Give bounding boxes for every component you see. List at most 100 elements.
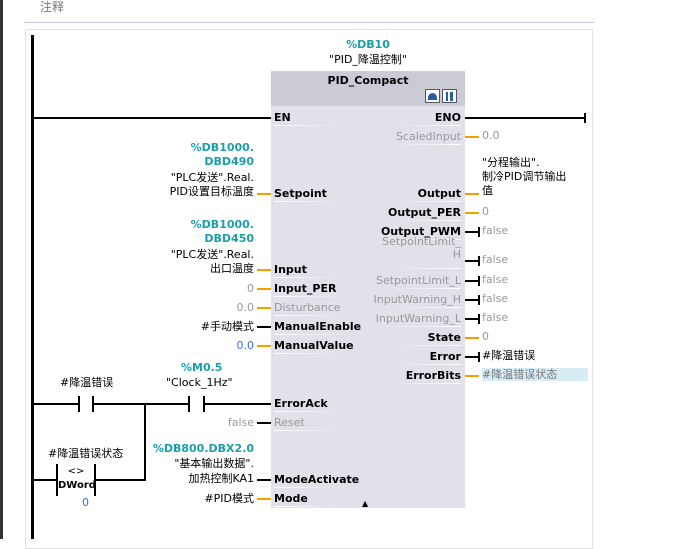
operand-errorbits[interactable]: #降温错误状态	[482, 368, 588, 381]
rung-wire	[33, 403, 78, 405]
pin-en[interactable]: EN	[274, 111, 291, 124]
output-wire	[465, 212, 479, 214]
operand-output[interactable]: "分程输出".	[482, 156, 540, 169]
operand-setpoint[interactable]: %DB1000.	[190, 141, 254, 154]
pin-setpointlimit-l[interactable]: SetpointLimit_L	[375, 274, 461, 287]
operand-input[interactable]: "PLC发送".Real.	[170, 248, 254, 261]
operand-output[interactable]: 值	[482, 184, 493, 197]
pin-errorack[interactable]: ErrorAck	[274, 397, 328, 410]
operand-modeactivate[interactable]: %DB800.DBX2.0	[152, 442, 254, 455]
operand-modeactivate[interactable]: 加热控制KA1	[188, 472, 254, 485]
output-wire	[465, 231, 479, 233]
pin-error[interactable]: Error	[429, 350, 461, 363]
pin-output[interactable]: Output	[417, 187, 461, 200]
wire-end	[478, 276, 480, 286]
pin-manualvalue[interactable]: ManualValue	[274, 339, 354, 352]
operand-scaledinput[interactable]: 0.0	[482, 129, 500, 142]
operand-setpoint[interactable]: DBD490	[204, 155, 254, 168]
operand-error[interactable]: #降温错误	[482, 349, 536, 362]
clock-contact-address: %M0.5	[181, 361, 223, 374]
expand-block-icon[interactable]: ▲	[362, 499, 369, 508]
pin-scaledinput[interactable]: ScaledInput	[395, 130, 461, 143]
output-wire	[465, 260, 479, 262]
pin-setpointlimit-h[interactable]: SetpointLimit_	[382, 235, 461, 248]
operand-reset[interactable]: false	[227, 416, 254, 429]
operand-disturbance[interactable]: 0.0	[236, 301, 255, 314]
operand-setpointlimit-h[interactable]: false	[482, 253, 509, 266]
pin-input[interactable]: Input	[274, 263, 307, 276]
compare-contact[interactable]: <> DWord	[56, 464, 96, 496]
operand-inputwarning-h[interactable]: false	[482, 292, 509, 305]
operand-manualvalue[interactable]: 0.0	[236, 339, 255, 352]
pin-underline	[391, 307, 461, 308]
wire-end	[478, 227, 480, 237]
pin-inputwarning-h[interactable]: InputWarning_H	[373, 293, 461, 306]
pin-eno[interactable]: ENO	[434, 111, 461, 124]
operand-mode[interactable]: #PID模式	[204, 492, 254, 505]
operand-manualenable[interactable]: #手动模式	[200, 320, 254, 333]
pin-underline	[274, 506, 344, 507]
eno-wire	[465, 117, 585, 119]
contact-bar	[203, 396, 205, 412]
input-wire	[257, 288, 271, 290]
compare-type[interactable]: DWord	[58, 480, 96, 491]
instance-db-name[interactable]: "PID_降温控制"	[329, 53, 407, 66]
operand-input[interactable]: DBD450	[204, 232, 254, 245]
pin-output-pwm[interactable]: Output_PWM	[380, 225, 461, 238]
compare-operator: <>	[67, 466, 85, 477]
output-wire	[465, 356, 479, 358]
operand-setpointlimit-l[interactable]: false	[482, 273, 509, 286]
operand-output[interactable]: 制冷PID调节输出	[482, 170, 567, 183]
compare-operand[interactable]: #降温错误状态	[48, 447, 124, 460]
pin-setpointlimit-h[interactable]: H	[452, 248, 461, 261]
pin-input-per[interactable]: Input_PER	[274, 282, 337, 295]
contact-bar	[188, 396, 190, 412]
error-contact-operand[interactable]: #降温错误	[60, 376, 114, 389]
pin-manualenable[interactable]: ManualEnable	[274, 320, 362, 333]
contact-bar	[78, 396, 80, 412]
pin-underline	[391, 326, 461, 327]
pin-state[interactable]: State	[427, 331, 461, 344]
input-wire	[257, 269, 271, 271]
pin-underline	[391, 288, 461, 289]
operand-input-per[interactable]: 0	[247, 282, 254, 295]
input-wire	[257, 326, 271, 328]
pin-errorbits[interactable]: ErrorBits	[405, 369, 461, 382]
operand-input[interactable]: 出口温度	[210, 262, 254, 275]
wire-end	[584, 113, 586, 123]
compare-value[interactable]: 0	[82, 496, 89, 509]
operand-output-pwm[interactable]: false	[482, 224, 509, 237]
operand-inputwarning-l[interactable]: false	[482, 311, 509, 324]
pid-compact-block[interactable]	[271, 71, 465, 508]
input-wire	[257, 422, 271, 424]
pin-underline	[274, 430, 344, 431]
pin-setpoint[interactable]: Setpoint	[274, 187, 327, 200]
pin-output-per[interactable]: Output_PER	[388, 206, 461, 219]
operand-setpoint[interactable]: PID设置目标温度	[169, 185, 254, 198]
configuration-icon[interactable]	[442, 89, 457, 103]
pin-reset[interactable]: Reset	[274, 416, 305, 429]
output-wire	[465, 337, 479, 339]
operand-input[interactable]: %DB1000.	[190, 218, 254, 231]
output-wire	[465, 318, 479, 320]
pin-inputwarning-l[interactable]: InputWarning_L	[375, 312, 461, 325]
operand-setpoint[interactable]: "PLC发送".Real.	[170, 171, 254, 184]
commissioning-icon[interactable]	[425, 89, 440, 103]
input-wire	[257, 345, 271, 347]
wire-end	[478, 295, 480, 305]
clock-contact-operand[interactable]: "Clock_1Hz"	[166, 376, 233, 389]
operand-state[interactable]: 0	[482, 330, 489, 343]
pin-underline	[274, 334, 344, 335]
pin-underline	[391, 220, 461, 221]
pin-mode[interactable]: Mode	[274, 492, 308, 505]
window-edge	[0, 0, 3, 539]
pin-underline	[274, 125, 344, 126]
network-comment[interactable]: 注释	[40, 0, 65, 14]
en-wire	[33, 117, 271, 119]
pin-disturbance[interactable]: Disturbance	[274, 301, 341, 314]
pin-underline	[391, 125, 461, 126]
output-wire	[465, 375, 479, 377]
pin-modeactivate[interactable]: ModeActivate	[274, 473, 360, 486]
operand-output-per[interactable]: 0	[482, 205, 489, 218]
operand-modeactivate[interactable]: "基本输出数据".	[174, 457, 254, 470]
